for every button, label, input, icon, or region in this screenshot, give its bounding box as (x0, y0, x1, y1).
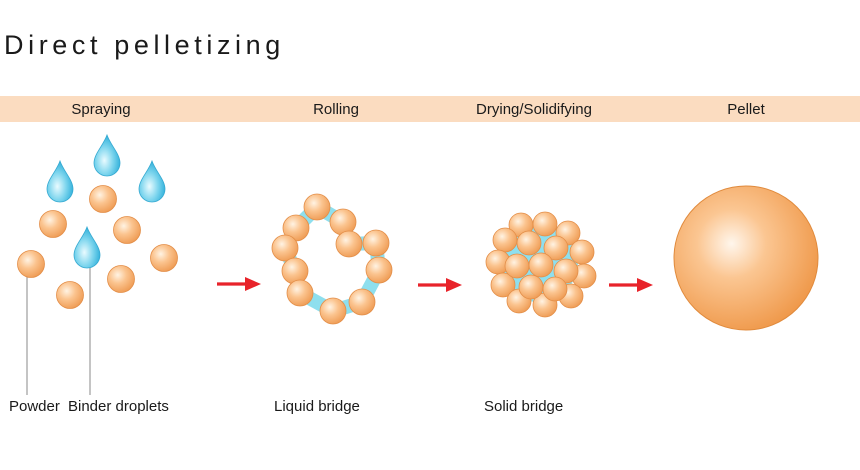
label-powder: Powder (9, 398, 60, 415)
powder-particle (492, 227, 518, 253)
powder-particle (490, 272, 516, 298)
rolling-stage (271, 193, 393, 325)
process-arrow-icon (416, 276, 464, 294)
powder-particle (89, 185, 117, 213)
powder-particle (542, 276, 568, 302)
diagram-title: Direct pelletizing (4, 30, 285, 60)
powder-particle (518, 274, 544, 300)
powder-particle (365, 256, 393, 284)
process-arrow-icon (607, 276, 655, 294)
process-arrow-icon (215, 275, 263, 293)
stage-label-pellet: Pellet (727, 101, 765, 118)
powder-particle (553, 258, 579, 284)
powder-particle (286, 279, 314, 307)
powder-particle (39, 210, 67, 238)
powder-particle (150, 244, 178, 272)
powder-particle (516, 230, 542, 256)
powder-particle (271, 234, 299, 262)
powder-particle (362, 229, 390, 257)
powder-particle (113, 216, 141, 244)
powder-particle (303, 193, 331, 221)
powder-particle (532, 211, 558, 237)
powder-particle (56, 281, 84, 309)
binder-droplet-icon (73, 226, 101, 269)
pellet-sphere (673, 185, 819, 331)
powder-particle (107, 265, 135, 293)
stage-label-drying: Drying/Solidifying (476, 101, 592, 118)
powder-particle (281, 257, 309, 285)
label-solid-bridge: Solid bridge (484, 398, 564, 415)
powder-particle (543, 235, 569, 261)
powder-particle (319, 297, 347, 325)
powder-particle (528, 252, 554, 278)
powder-particle (504, 253, 530, 279)
stage-header-band (0, 96, 860, 122)
stage-label-rolling: Rolling (313, 101, 359, 118)
label-binder-droplets: Binder droplets (68, 398, 169, 415)
binder-droplet-icon (46, 160, 74, 203)
powder-particle (348, 288, 376, 316)
powder-particle (335, 230, 363, 258)
binder-droplet-icon (93, 134, 121, 177)
stage-label-spraying: Spraying (71, 101, 131, 118)
powder-particle (17, 250, 45, 278)
label-liquid-bridge: Liquid bridge (274, 398, 360, 415)
powder-particle (569, 239, 595, 265)
drying-stage (485, 211, 597, 318)
binder-droplet-icon (138, 160, 166, 203)
spraying-stage (17, 134, 178, 395)
